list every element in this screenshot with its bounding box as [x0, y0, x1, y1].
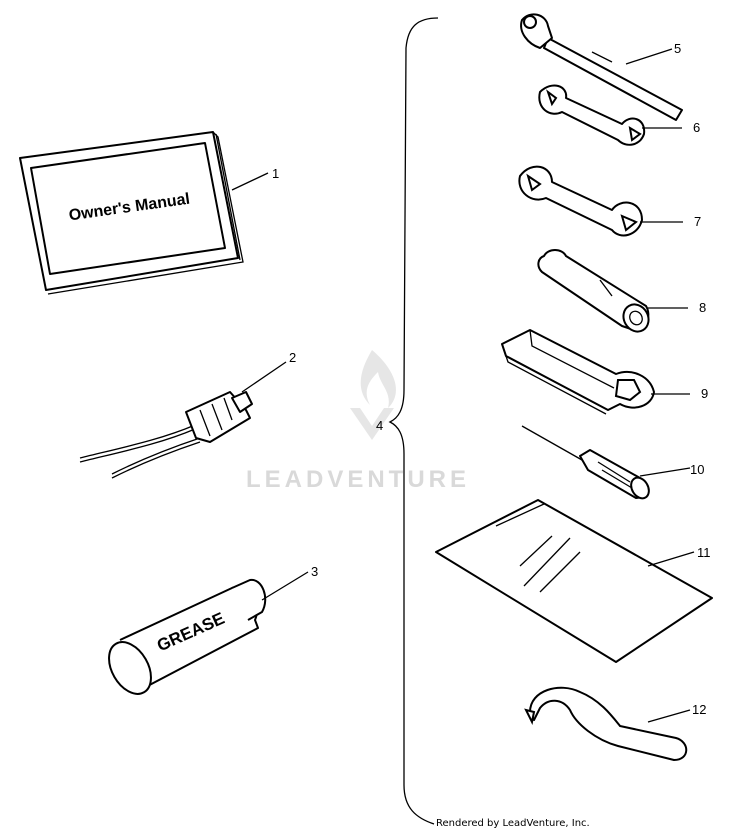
callout-9: 9 — [701, 386, 708, 401]
render-credit: Rendered by LeadVenture, Inc. — [436, 818, 590, 829]
socket-bar-part — [520, 13, 683, 121]
tube-wrench-part — [537, 249, 688, 333]
callout-1: 1 — [272, 166, 279, 181]
callout-11: 11 — [697, 545, 711, 560]
spanner-part — [501, 329, 690, 415]
watermark-text: LEADVENTURE — [246, 466, 471, 493]
callout-10: 10 — [690, 462, 704, 477]
callout-6: 6 — [693, 120, 700, 135]
callout-7: 7 — [694, 214, 701, 229]
callout-2: 2 — [289, 350, 296, 365]
large-wrench-part — [518, 165, 683, 237]
watermark-logo — [350, 350, 396, 440]
callout-labels: 1 2 3 4 5 6 7 8 9 10 11 12 — [272, 41, 711, 717]
small-wrench-part — [538, 84, 682, 146]
connector-part — [79, 361, 287, 479]
screwdriver-part — [521, 425, 691, 500]
callout-5: 5 — [674, 41, 681, 56]
callout-12: 12 — [692, 702, 706, 717]
bag-part — [435, 499, 713, 663]
hook-spanner-part — [524, 686, 691, 761]
grease-tube-part: GREASE — [108, 571, 309, 695]
group-brace — [388, 17, 439, 825]
callout-4: 4 — [376, 418, 383, 433]
callout-3: 3 — [311, 564, 318, 579]
callout-8: 8 — [699, 300, 706, 315]
owners-manual-part: Owner's Manual — [19, 131, 269, 295]
